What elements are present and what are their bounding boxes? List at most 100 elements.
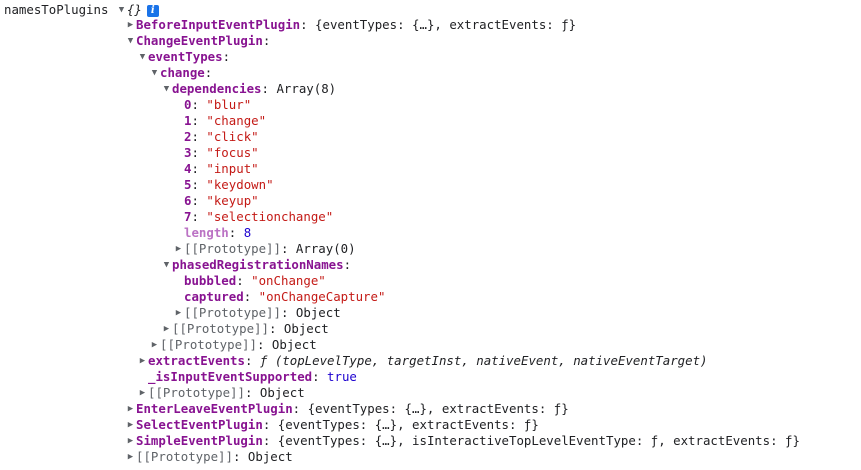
- property-key: EnterLeaveEventPlugin: [136, 401, 293, 416]
- function-glyph: ƒ: [259, 353, 275, 368]
- property-value: "focus": [206, 145, 259, 160]
- info-icon[interactable]: i: [146, 5, 159, 17]
- property-value: "keydown": [206, 177, 274, 192]
- property-value: Object: [247, 449, 293, 464]
- prototype-row[interactable]: ▶[[Prototype]]: Object: [173, 305, 341, 321]
- property-value: {eventTypes: {…}, isInteractiveTopLevelE…: [277, 433, 800, 448]
- tree-row[interactable]: ▶extractEvents: ƒ (topLevelType, targetI…: [137, 353, 708, 369]
- expand-triangle-icon[interactable]: ▼: [139, 52, 146, 62]
- expand-triangle-icon[interactable]: ▼: [163, 84, 170, 94]
- property-value: "click": [206, 129, 259, 144]
- array-entry-row[interactable]: 3: "focus": [184, 145, 259, 161]
- property-key: 0: [184, 97, 192, 112]
- prototype-row[interactable]: ▶[[Prototype]]: Array(0): [173, 241, 356, 257]
- property-value: "selectionchange": [206, 209, 334, 224]
- property-value: {eventTypes: {…}, extractEvents: ƒ}: [307, 401, 569, 416]
- separator: :: [343, 257, 352, 272]
- property-value: {eventTypes: {…}, extractEvents: ƒ}: [277, 417, 539, 432]
- separator: :: [261, 81, 277, 96]
- collapsed-triangle-icon[interactable]: ▶: [127, 420, 134, 430]
- array-entry-row[interactable]: 6: "keyup": [184, 193, 259, 209]
- array-entry-row[interactable]: 4: "input": [184, 161, 259, 177]
- separator: :: [191, 209, 207, 224]
- property-value: "keyup": [206, 193, 259, 208]
- property-value: 8: [243, 225, 252, 240]
- prototype-row[interactable]: ▶[[Prototype]]: Object: [149, 337, 317, 353]
- collapsed-triangle-icon[interactable]: ▶: [127, 404, 134, 414]
- tree-row[interactable]: ▶SimpleEventPlugin: {eventTypes: {…}, is…: [125, 433, 800, 449]
- tree-root-row[interactable]: namesToPlugins ▼{}i: [4, 2, 159, 18]
- property-key: captured: [184, 289, 244, 304]
- tree-row[interactable]: _isInputEventSupported: true: [148, 369, 357, 385]
- separator: :: [191, 129, 207, 144]
- collapsed-triangle-icon[interactable]: ▶: [151, 340, 158, 350]
- property-value: "onChangeCapture": [258, 289, 386, 304]
- property-key: bubbled: [184, 273, 237, 288]
- tree-row[interactable]: ▶BeforeInputEventPlugin: {eventTypes: {……: [125, 17, 576, 33]
- property-value: Array(8): [276, 81, 337, 96]
- collapsed-triangle-icon[interactable]: ▶: [127, 452, 134, 462]
- property-value: (topLevelType, targetInst, nativeEvent, …: [274, 353, 708, 368]
- property-key: _isInputEventSupported: [148, 369, 313, 384]
- tree-row[interactable]: ▼ChangeEventPlugin:: [125, 33, 271, 49]
- property-value: Object: [295, 305, 341, 320]
- property-key: dependencies: [172, 81, 262, 96]
- expand-triangle-icon[interactable]: ▼: [163, 260, 170, 270]
- property-key: eventTypes: [148, 49, 223, 64]
- prototype-row[interactable]: ▶[[Prototype]]: Object: [125, 449, 293, 465]
- tree-row[interactable]: ▼eventTypes:: [137, 49, 230, 65]
- separator: :: [191, 177, 207, 192]
- separator: :: [262, 417, 278, 432]
- tree-row[interactable]: ▼dependencies: Array(8): [161, 81, 336, 97]
- tree-row[interactable]: ▼phasedRegistrationNames:: [161, 257, 351, 273]
- property-key: SelectEventPlugin: [136, 417, 263, 432]
- separator: :: [236, 273, 252, 288]
- separator: :: [280, 241, 296, 256]
- property-value: Object: [271, 337, 317, 352]
- property-key: 1: [184, 113, 192, 128]
- property-value: "onChange": [251, 273, 326, 288]
- collapsed-triangle-icon[interactable]: ▶: [139, 388, 146, 398]
- tree-row[interactable]: ▶EnterLeaveEventPlugin: {eventTypes: {…}…: [125, 401, 569, 417]
- property-key: [[Prototype]]: [184, 241, 281, 256]
- property-key: [[Prototype]]: [184, 305, 281, 320]
- collapsed-triangle-icon[interactable]: ▶: [127, 436, 134, 446]
- array-entry-row[interactable]: 1: "change": [184, 113, 266, 129]
- array-entry-row[interactable]: 7: "selectionchange": [184, 209, 333, 225]
- separator: :: [244, 353, 260, 368]
- separator: :: [204, 65, 213, 80]
- expand-triangle-icon[interactable]: ▼: [118, 5, 125, 15]
- array-entry-row[interactable]: 0: "blur": [184, 97, 251, 113]
- array-entry-row[interactable]: 5: "keydown": [184, 177, 274, 193]
- array-entry-row[interactable]: 2: "click": [184, 129, 259, 145]
- expand-triangle-icon[interactable]: ▼: [127, 36, 134, 46]
- property-value: "input": [206, 161, 259, 176]
- tree-row[interactable]: ▼change:: [149, 65, 212, 81]
- property-key: phasedRegistrationNames: [172, 257, 344, 272]
- property-key: BeforeInputEventPlugin: [136, 17, 301, 32]
- prototype-row[interactable]: ▶[[Prototype]]: Object: [161, 321, 329, 337]
- collapsed-triangle-icon[interactable]: ▶: [139, 356, 146, 366]
- separator: :: [292, 401, 308, 416]
- property-key: change: [160, 65, 205, 80]
- property-key: 7: [184, 209, 192, 224]
- property-key: [[Prototype]]: [172, 321, 269, 336]
- collapsed-triangle-icon[interactable]: ▶: [127, 20, 134, 30]
- collapsed-triangle-icon[interactable]: ▶: [163, 324, 170, 334]
- array-length-row[interactable]: length: 8: [184, 225, 251, 241]
- collapsed-triangle-icon[interactable]: ▶: [175, 308, 182, 318]
- property-key: [[Prototype]]: [160, 337, 257, 352]
- property-key: extractEvents: [148, 353, 245, 368]
- prototype-row[interactable]: ▶[[Prototype]]: Object: [137, 385, 305, 401]
- separator: :: [228, 225, 244, 240]
- separator: :: [191, 161, 207, 176]
- tree-row[interactable]: bubbled: "onChange": [184, 273, 326, 289]
- property-value: Array(0): [295, 241, 356, 256]
- collapsed-triangle-icon[interactable]: ▶: [175, 244, 182, 254]
- separator: :: [280, 305, 296, 320]
- separator: :: [243, 289, 259, 304]
- tree-row[interactable]: ▶SelectEventPlugin: {eventTypes: {…}, ex…: [125, 417, 539, 433]
- tree-row[interactable]: captured: "onChangeCapture": [184, 289, 385, 305]
- property-value: "change": [206, 113, 267, 128]
- expand-triangle-icon[interactable]: ▼: [151, 68, 158, 78]
